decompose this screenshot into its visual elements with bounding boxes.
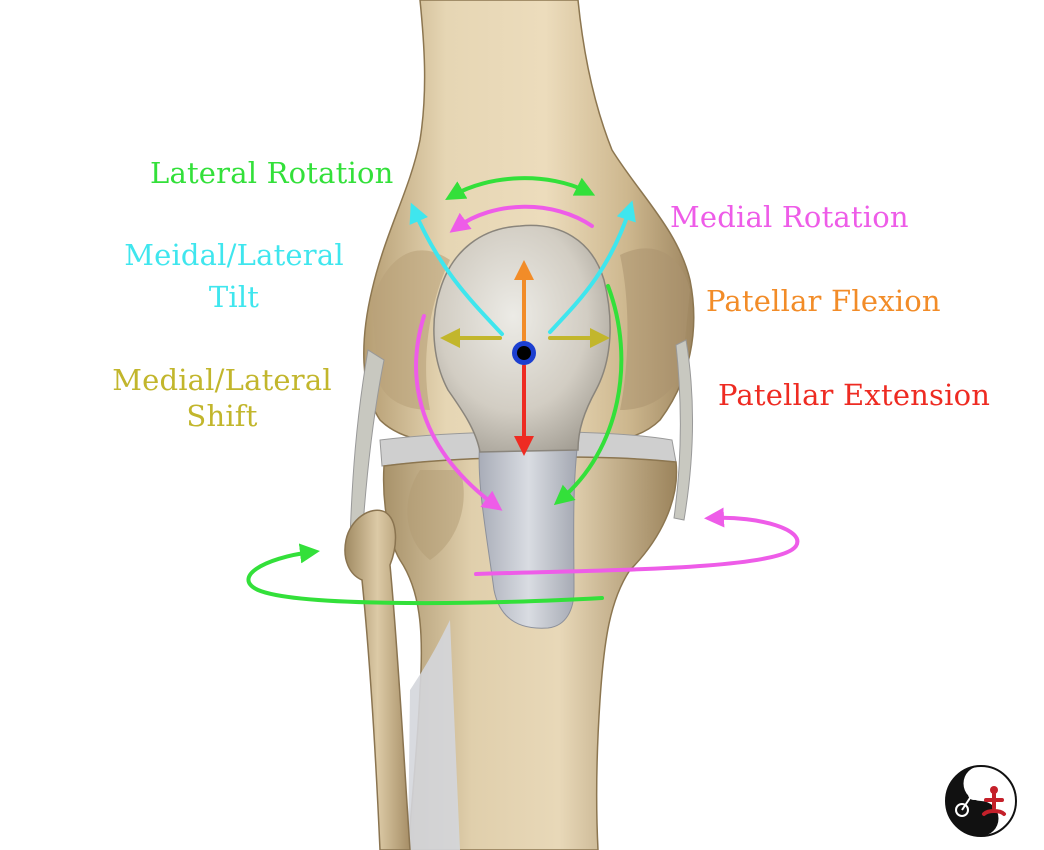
interosseous-membrane [408,620,460,850]
patellar-extension-label: Patellar Extension [718,378,991,412]
tibia [382,456,678,850]
shift-label-line1: Medial/Lateral [112,363,332,397]
lateral-rotation-arrow [445,176,596,201]
cycling-yoga-logo-icon [945,765,1017,837]
femur-shading [372,250,450,410]
tilt-arrow-left [409,202,504,336]
patellar-ligament [478,439,579,629]
patella-center-point-inner [517,346,531,360]
tilt-arrow-right [548,200,636,334]
tilt-label-line2: Tilt [208,280,260,314]
shift-label: Medial/Lateral Shift [106,362,338,434]
femur-shading-right [620,248,690,410]
lateral-rotation-label: Lateral Rotation [150,156,394,190]
lateral-rotation-loop [246,543,604,606]
tilt-label-line1: Meidal/Lateral [124,238,344,272]
medial-rotation-arc-left [414,314,503,511]
medial-rotation-loop [474,507,800,576]
lateral-rotation-arc-right [553,284,624,506]
collateral-ligament-right [673,339,694,521]
medial-rotation-label: Medial Rotation [670,200,909,234]
medial-rotation-arrow [449,204,594,233]
tilt-label: Meidal/Lateral Tilt [118,238,350,314]
fibula [344,509,411,850]
shift-label-line2: Shift [186,399,258,433]
patellar-flexion-label: Patellar Flexion [706,284,941,318]
tibia-shading [407,470,464,560]
